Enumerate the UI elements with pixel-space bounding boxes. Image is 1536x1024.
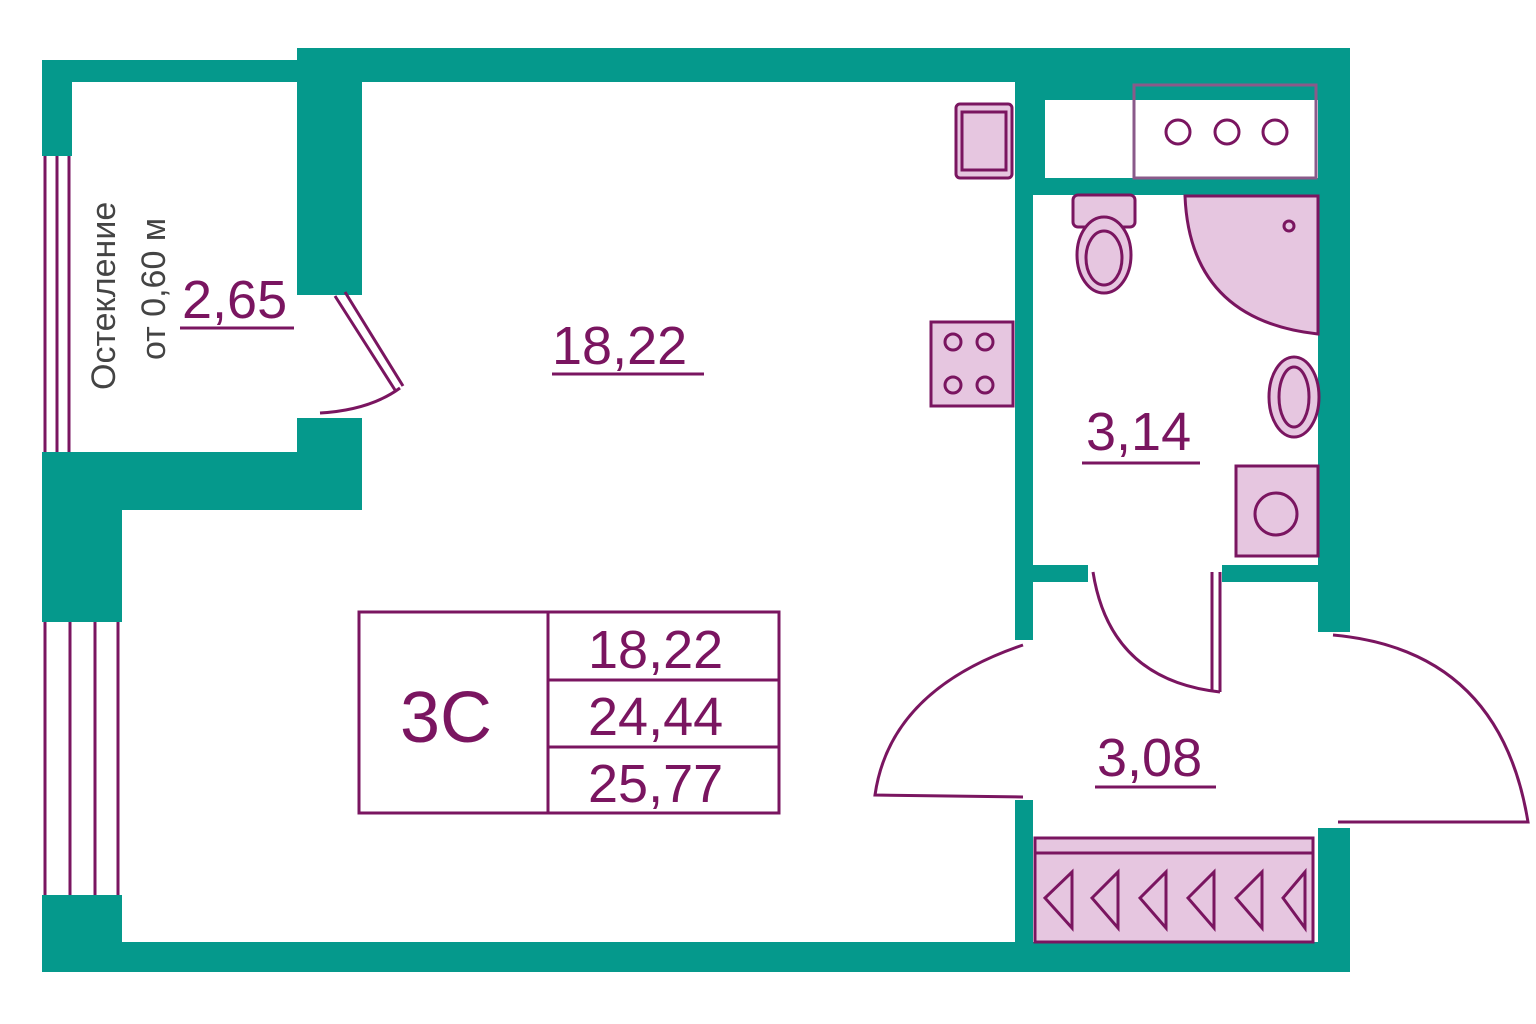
glazing-note-line1: Остекление: [85, 202, 123, 390]
windows: [43, 156, 120, 895]
shower-icon: [1183, 194, 1320, 336]
walls: [42, 48, 1350, 972]
summary-total-without-balcony: 24,44: [588, 687, 723, 747]
glazing-note: Остекление от 0,60 м: [85, 202, 173, 390]
summary-table: 3С 18,22 24,44 25,77: [357, 610, 781, 815]
hallway-area: 3,08: [1097, 728, 1202, 788]
apartment-type: 3С: [400, 678, 492, 758]
wardrobe-icon: [1033, 836, 1315, 944]
bathroom-area: 3,14: [1086, 402, 1191, 462]
balcony-area: 2,65: [182, 270, 287, 330]
washing-machine-icon: [1234, 464, 1320, 558]
living-area: 18,22: [552, 316, 687, 376]
summary-living: 18,22: [588, 620, 723, 680]
washbasin-icon: [1267, 355, 1321, 439]
summary-total: 25,77: [588, 754, 723, 814]
kitchen-sink-icon: [954, 102, 1014, 180]
cabinet: [1132, 83, 1318, 180]
doors: [319, 291, 1530, 824]
fixtures: [929, 83, 1321, 944]
glazing-note-line2: от 0,60 м: [135, 218, 173, 360]
stove-icon: [929, 320, 1015, 408]
